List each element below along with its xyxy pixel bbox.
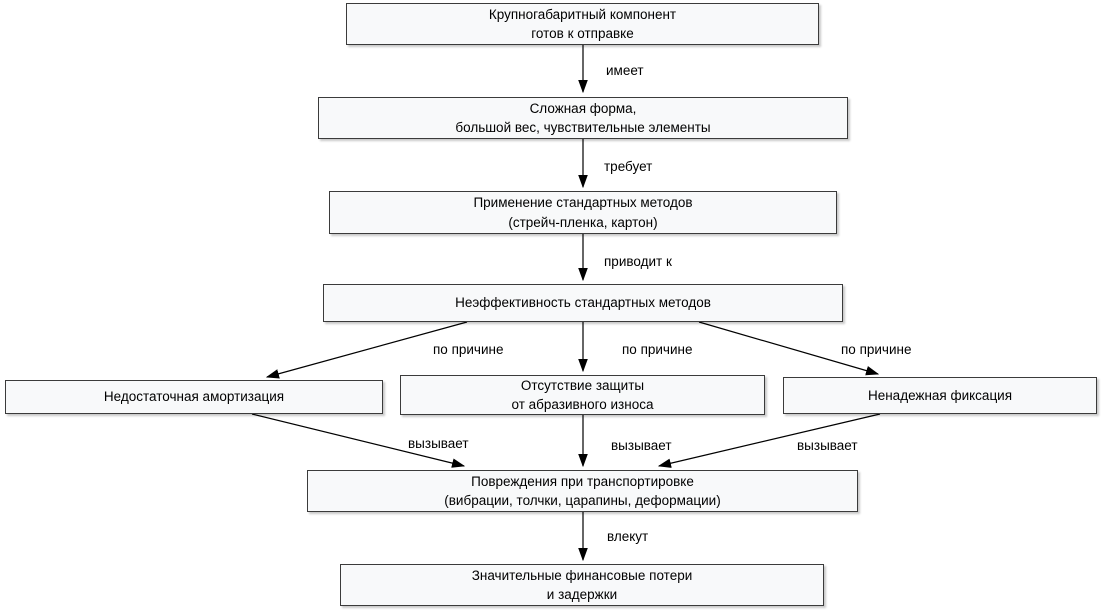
node-no-abrasion-protection: Отсутствие защиты от абразивного износа: [400, 375, 765, 415]
edge-label-causes-left: вызывает: [408, 436, 469, 451]
node-ineffectiveness: Неэффективность стандартных методов: [323, 284, 843, 322]
arrow-causes-right: [657, 413, 881, 468]
arrow-due-right: [698, 321, 880, 376]
edge-label-due-to-right: по причине: [841, 342, 912, 357]
edge-label-due-to-left: по причине: [433, 342, 504, 357]
arrow-causes-left: [251, 413, 466, 468]
edge-label-requires: требует: [604, 159, 653, 174]
node-financial-losses: Значительные финансовые потери и задержк…: [340, 564, 824, 606]
edge-label-leads-to: приводит к: [604, 254, 672, 269]
node-transport-damage: Повреждения при транспортировке (вибраци…: [307, 470, 858, 512]
edge-label-causes-right: вызывает: [797, 438, 858, 453]
node-complex-properties: Сложная форма, большой вес, чувствительн…: [318, 97, 848, 139]
edge-label-has: имеет: [606, 63, 644, 78]
edge-label-entail: влекут: [607, 529, 649, 544]
edge-label-causes-mid: вызывает: [611, 438, 672, 453]
node-insufficient-cushioning: Недостаточная амортизация: [5, 380, 383, 414]
arrow-due-left: [265, 321, 468, 379]
node-unreliable-fixation: Ненадежная фиксация: [783, 377, 1097, 414]
node-standard-methods: Применение стандартных методов (стрейч-п…: [329, 191, 837, 234]
node-component-ready: Крупногабаритный компонент готов к отпра…: [346, 3, 819, 45]
edge-label-due-to-mid: по причине: [622, 342, 693, 357]
